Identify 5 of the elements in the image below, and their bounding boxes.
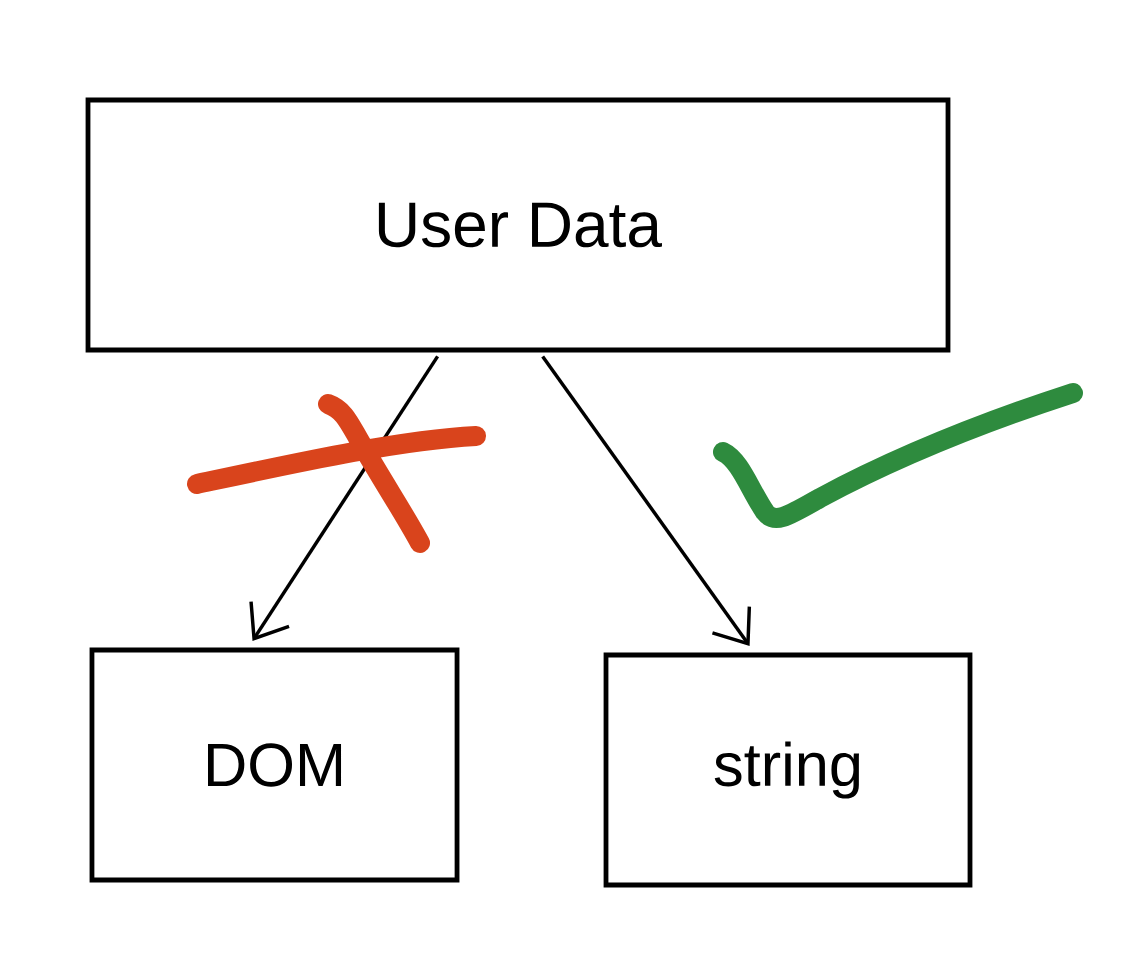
arrow <box>249 355 440 641</box>
process-box: string <box>603 652 973 888</box>
arrow <box>541 355 752 646</box>
process-box: User Data <box>85 97 951 353</box>
process-box: DOM <box>89 647 460 883</box>
